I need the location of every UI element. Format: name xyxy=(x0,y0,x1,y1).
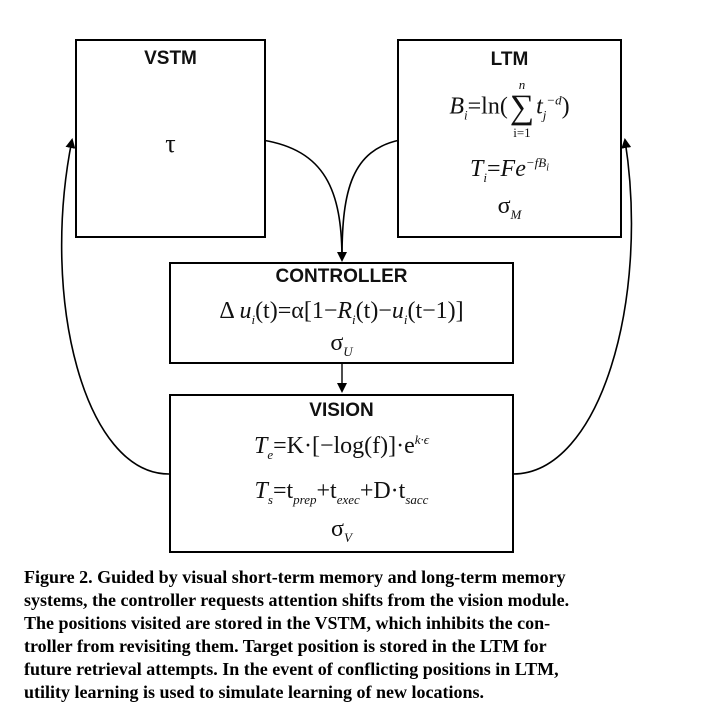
caption-line: Figure 2. Guided by visual short-term me… xyxy=(24,567,566,587)
vision-param-symbol: σ xyxy=(331,516,344,542)
ltm-eq2-lhs: T xyxy=(470,156,484,182)
vstm-title: VSTM xyxy=(144,48,197,69)
caption-line: utility learning is used to simulate lea… xyxy=(24,682,485,702)
ltm-param: σM xyxy=(399,193,620,223)
ltm-eq1-lhs-sub: i xyxy=(464,107,468,123)
controller-eq-r-sub: i xyxy=(352,311,356,327)
ltm-eq1-t: t xyxy=(536,93,543,120)
controller-title: CONTROLLER xyxy=(275,266,408,287)
ltm-eq2-fe: Fe xyxy=(500,156,526,182)
vision-eq1-sup: k·ϵ xyxy=(414,432,430,447)
ltm-param-symbol: σ xyxy=(497,193,511,219)
vstm-param: τ xyxy=(165,129,176,158)
arrow-vstm-to-controller xyxy=(261,139,347,262)
vision-title: VISION xyxy=(309,400,374,421)
ltm-eq1-eq: =ln( xyxy=(467,93,508,120)
controller-eq-t: (t)=α[1− xyxy=(255,298,338,324)
controller-utility-equation: Δ ui(t)=α[1−Ri(t)−ui(t−1)] xyxy=(171,298,512,328)
ltm-eq1-lhs: B xyxy=(449,93,464,120)
vision-param-sub: V xyxy=(343,529,352,545)
controller-eq-delta: Δ xyxy=(219,298,234,324)
vision-eq2-sub2: exec xyxy=(336,491,360,507)
ltm-eq2-exp: −fBi xyxy=(525,155,549,174)
controller-eq-end: (t−1)] xyxy=(407,298,464,324)
vision-eq2-sub1: prep xyxy=(293,491,317,507)
ltm-retrieval-time-equation: Ti=Fe−fBi xyxy=(399,155,620,186)
vision-eq1-lhs: T xyxy=(253,433,268,459)
vision-param: σV xyxy=(171,516,512,546)
ltm-eq1-close: ) xyxy=(561,93,570,120)
controller-box: CONTROLLER Δ ui(t)=α[1−Ri(t)−ui(t−1)] σU xyxy=(169,262,514,364)
vision-box: VISION Te=K·[−log(f)]·ek·ϵ Ts=tprep+texe… xyxy=(169,394,514,553)
vstm-box: VSTM τ xyxy=(75,39,266,238)
controller-param-sub: U xyxy=(343,343,353,359)
arrow-vision-to-vstm xyxy=(60,138,170,475)
controller-eq-mid: (t)− xyxy=(355,298,392,324)
controller-param: σU xyxy=(171,330,512,360)
controller-eq-u-sub: i xyxy=(251,311,256,327)
arrow-ltm-to-controller xyxy=(341,139,401,259)
vision-eq1-lhs-sub: e xyxy=(267,446,274,462)
controller-param-symbol: σ xyxy=(330,330,344,356)
vision-eq2-sub3: sacc xyxy=(405,491,429,507)
controller-eq-u: u xyxy=(239,298,252,324)
caption-line: troller from revisiting them. Target pos… xyxy=(24,636,547,656)
controller-eq-r: R xyxy=(337,298,353,324)
ltm-param-sub: M xyxy=(510,206,522,222)
ltm-eq2-eq: = xyxy=(487,156,501,182)
controller-eq-u2-sub: i xyxy=(403,311,408,327)
vision-eq2-eq: =t xyxy=(272,478,294,504)
vision-encoding-time-equation: Te=K·[−log(f)]·ek·ϵ xyxy=(171,432,512,463)
caption-line: systems, the controller requests attenti… xyxy=(24,590,570,610)
ltm-eq1-t-sub: j xyxy=(542,107,547,123)
ltm-eq2-exp-text: −fB xyxy=(525,155,547,170)
vision-eq2-plus2: +D·t xyxy=(359,478,406,504)
controller-eq-u2: u xyxy=(391,298,404,324)
caption-line: future retrieval attempts. In the event … xyxy=(24,659,559,679)
arrow-vision-to-ltm xyxy=(512,138,633,475)
vision-eq2-lhs: T xyxy=(254,478,268,504)
vision-eq2-lhs-sub: s xyxy=(267,491,273,507)
caption-line: The positions visited are stored in the … xyxy=(24,613,551,633)
ltm-title: LTM xyxy=(490,49,529,70)
sigma-sum-symbol: ∑ xyxy=(509,89,535,126)
ltm-eq2-exp-sub: i xyxy=(546,162,549,174)
ltm-sum-bottom: i=1 xyxy=(513,125,531,140)
ltm-sum-top: n xyxy=(518,77,526,92)
vision-eq1-rhs: =K·[−log(f)]·e xyxy=(273,433,415,459)
vision-eq2-plus1: +t xyxy=(316,478,337,504)
ltm-eq2-lhs-sub: i xyxy=(483,169,487,185)
ltm-eq1-t-sup: −d xyxy=(546,92,562,108)
ltm-sum: n∑i=1 xyxy=(509,77,535,140)
vision-saccade-time-equation: Ts=tprep+texec+D·tsacc xyxy=(171,478,512,508)
figure-caption: Figure 2. Guided by visual short-term me… xyxy=(24,566,692,704)
